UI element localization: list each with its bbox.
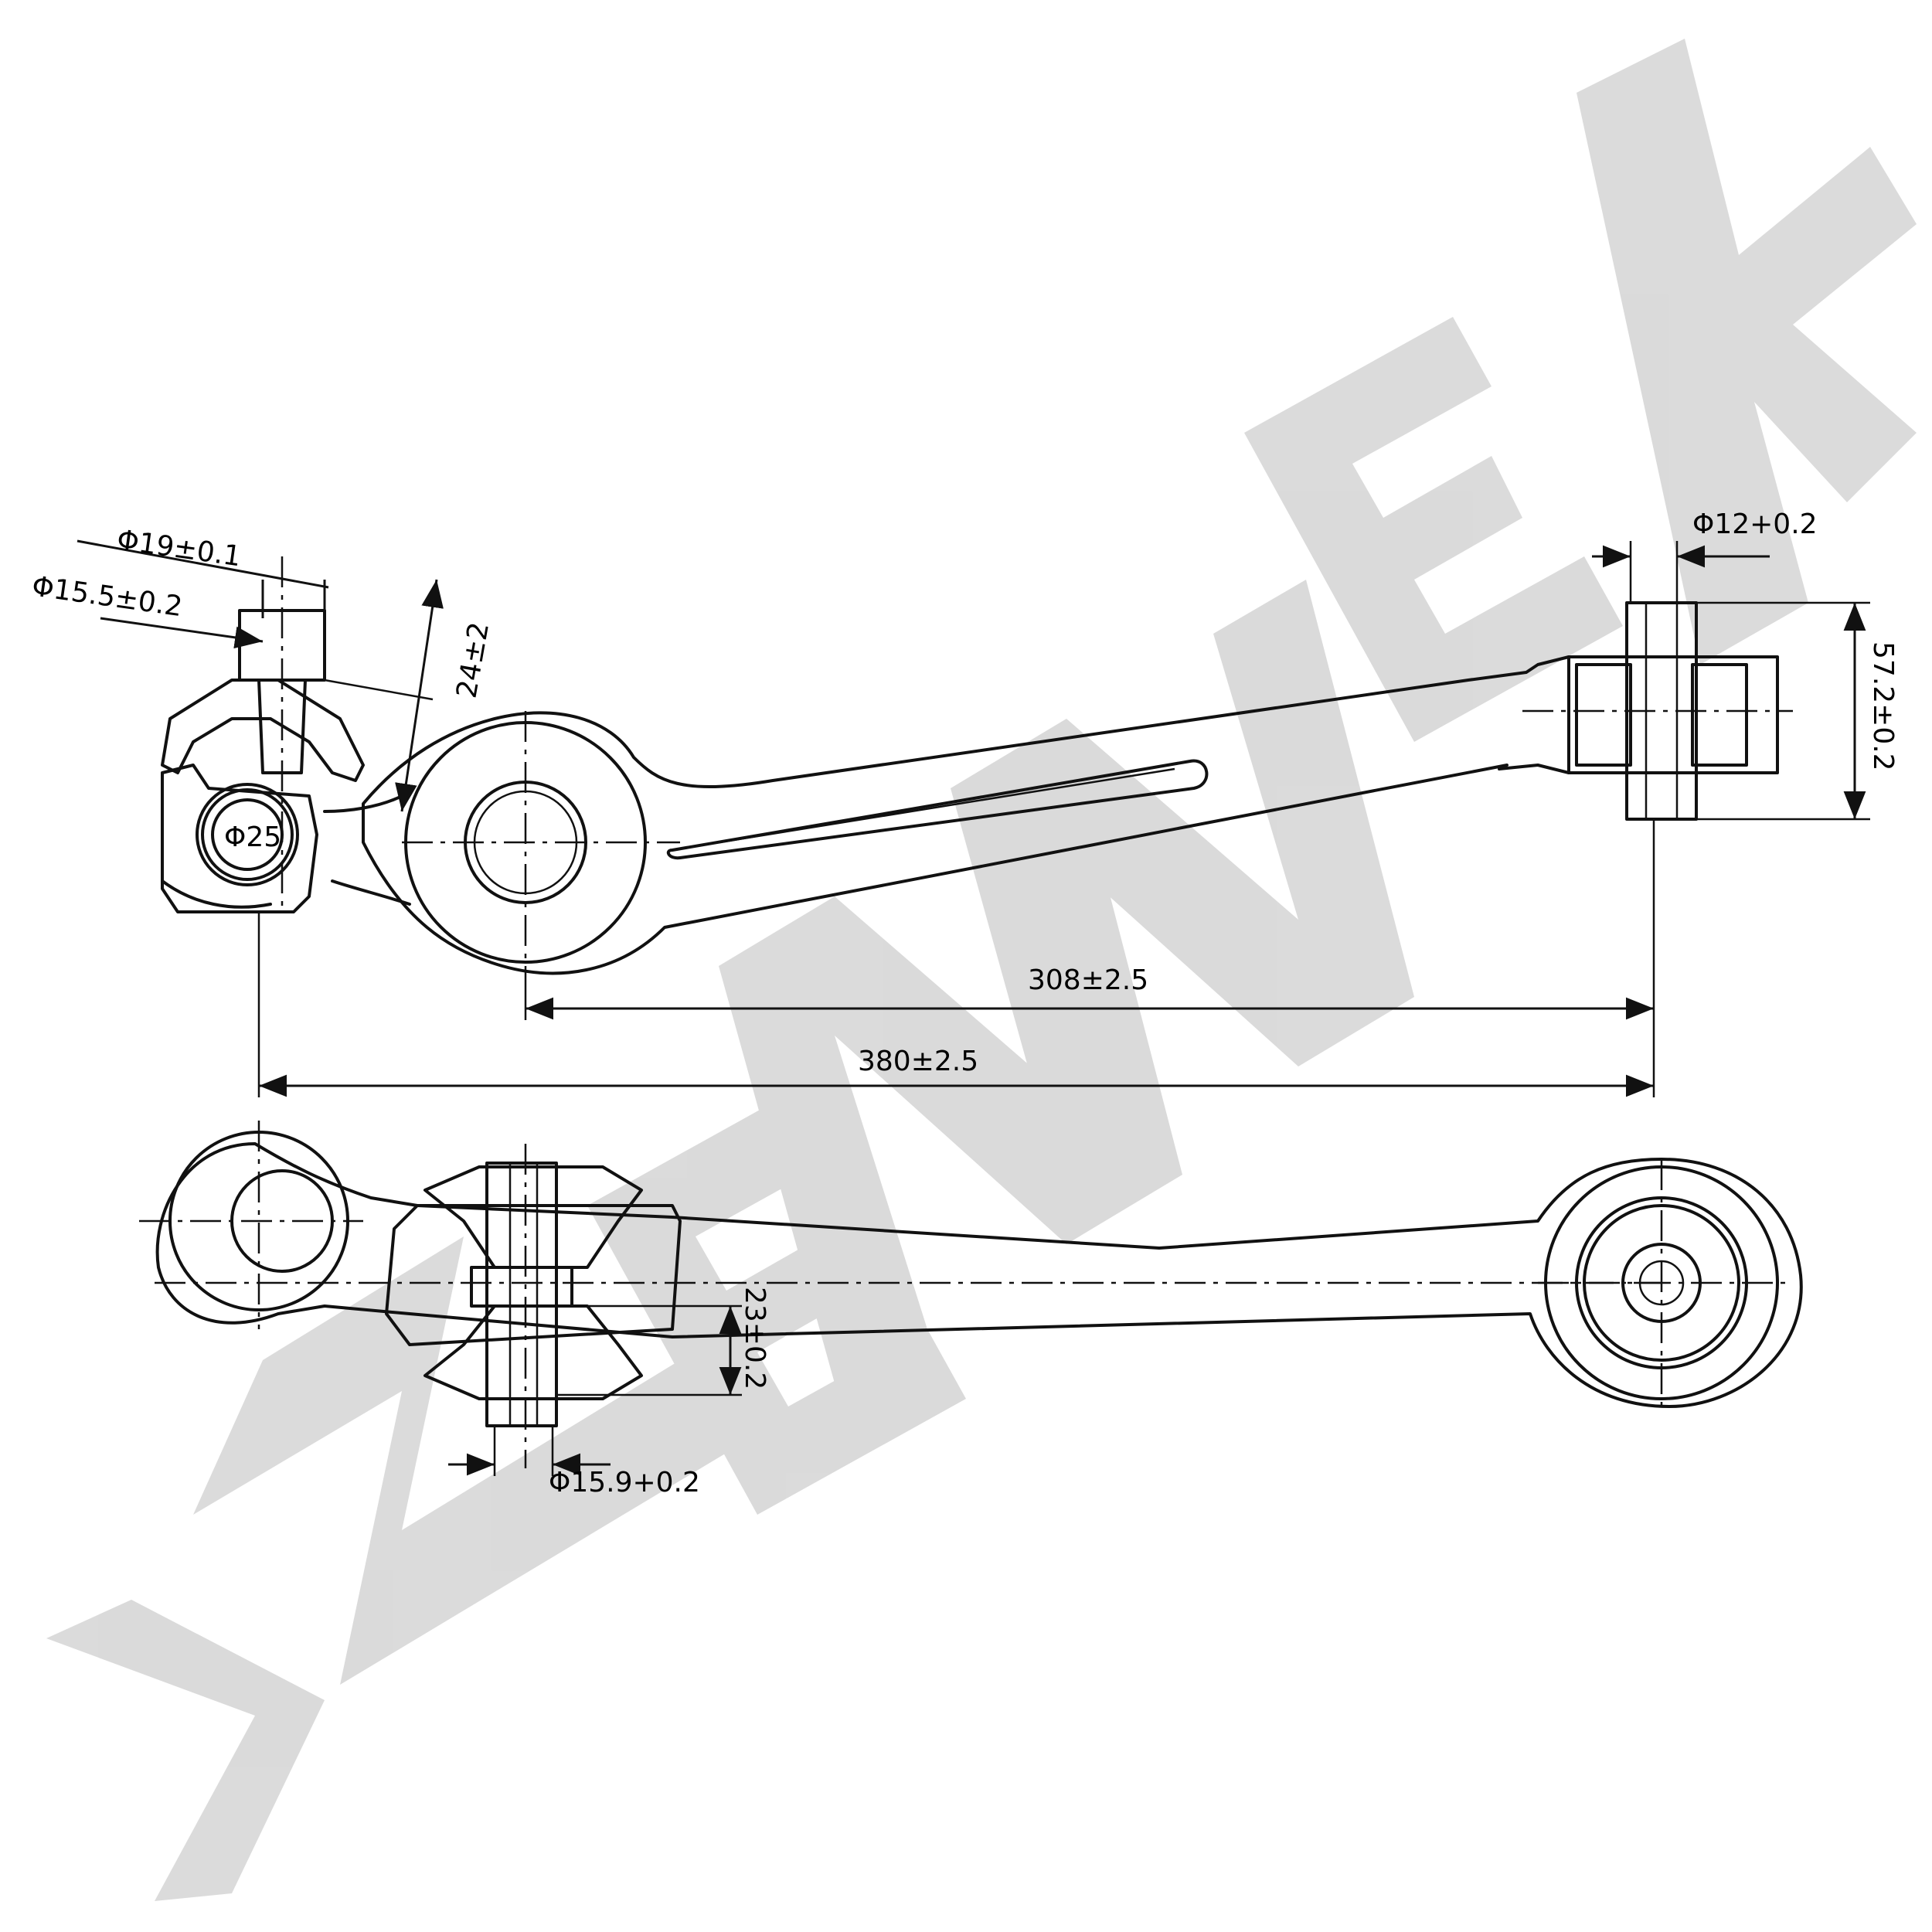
plan-view-dimensions <box>448 1304 742 1476</box>
dim-57-2: 57.2±0.2 <box>1867 641 1899 771</box>
watermark-logo <box>46 39 1917 1901</box>
dim-23: 23±0.2 <box>739 1287 770 1389</box>
side-view-dimensions <box>77 539 1870 1097</box>
dim-308: 308±2.5 <box>1028 964 1148 996</box>
right-bushing <box>1522 601 1793 821</box>
dim-24: 24±2 <box>451 620 495 701</box>
plan-view <box>139 1121 1803 1468</box>
dim-380: 380±2.5 <box>858 1046 978 1077</box>
side-view <box>161 556 1793 975</box>
center-bushing <box>385 1144 682 1468</box>
dim-phi19: Φ19±0.1 <box>115 524 243 573</box>
dim-phi15-5: Φ15.5±0.2 <box>30 570 185 623</box>
dim-phi15-9: Φ15.9+0.2 <box>549 1467 700 1498</box>
dim-phi12: Φ12+0.2 <box>1692 509 1818 540</box>
dim-phi25: Φ25 <box>224 821 281 853</box>
